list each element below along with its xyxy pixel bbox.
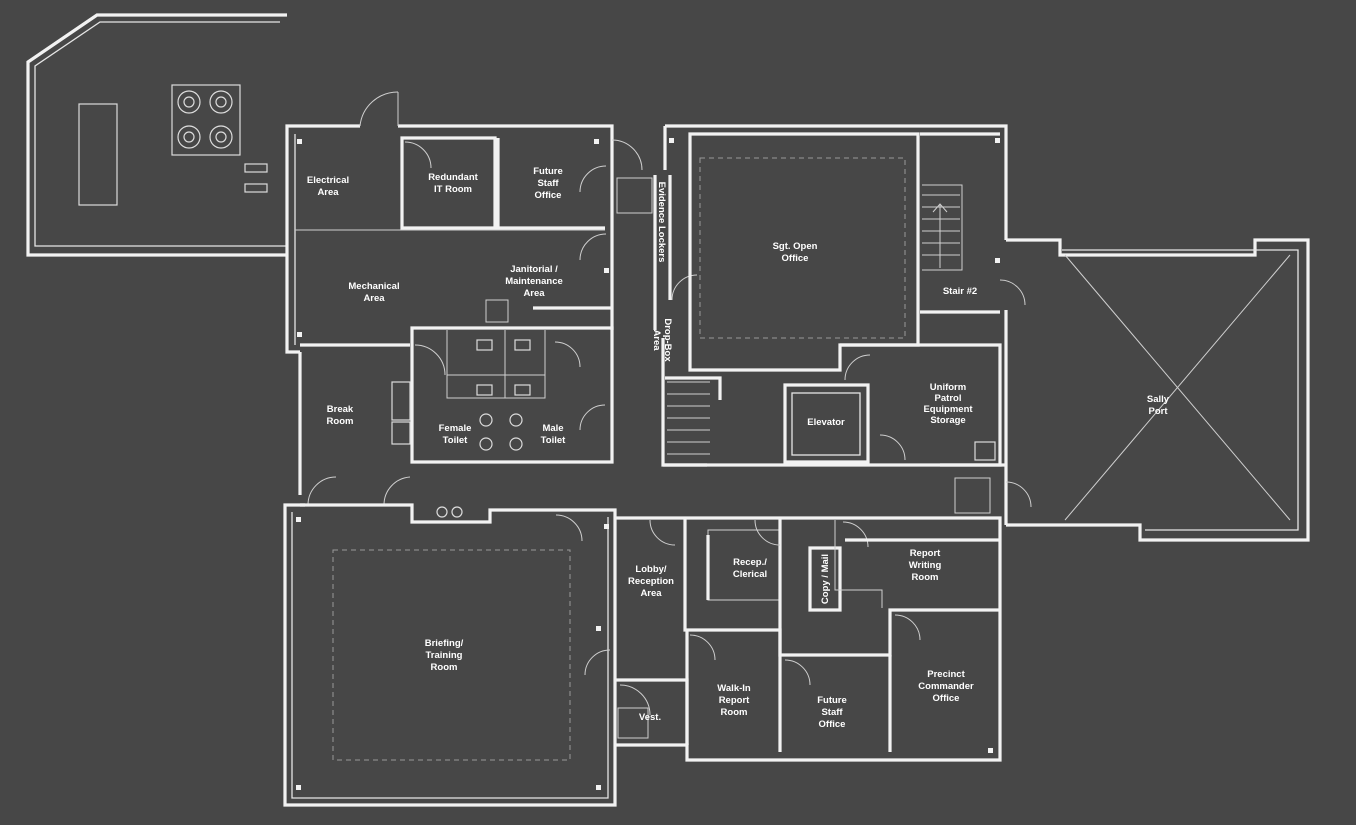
elevator-block [663,343,1006,467]
briefing-block [283,503,617,807]
front-office-block [604,516,1002,762]
label-stair-2: Stair #2 [943,286,977,297]
service-wing [285,91,614,354]
label-recep-clerical: Recep./Clerical [733,557,767,580]
label-vestibule: Vest. [639,712,661,723]
label-copy-mail: Copy / Mail [820,554,831,604]
label-evidence-lockers: Evidence Lockers [656,182,667,263]
sally-port-block [954,238,1310,542]
sgt-office-block [663,124,1026,372]
label-elevator: Elevator [807,417,845,428]
mechanical-yard [26,13,287,257]
label-drop-box-area: Drop-BoxArea [651,318,673,362]
